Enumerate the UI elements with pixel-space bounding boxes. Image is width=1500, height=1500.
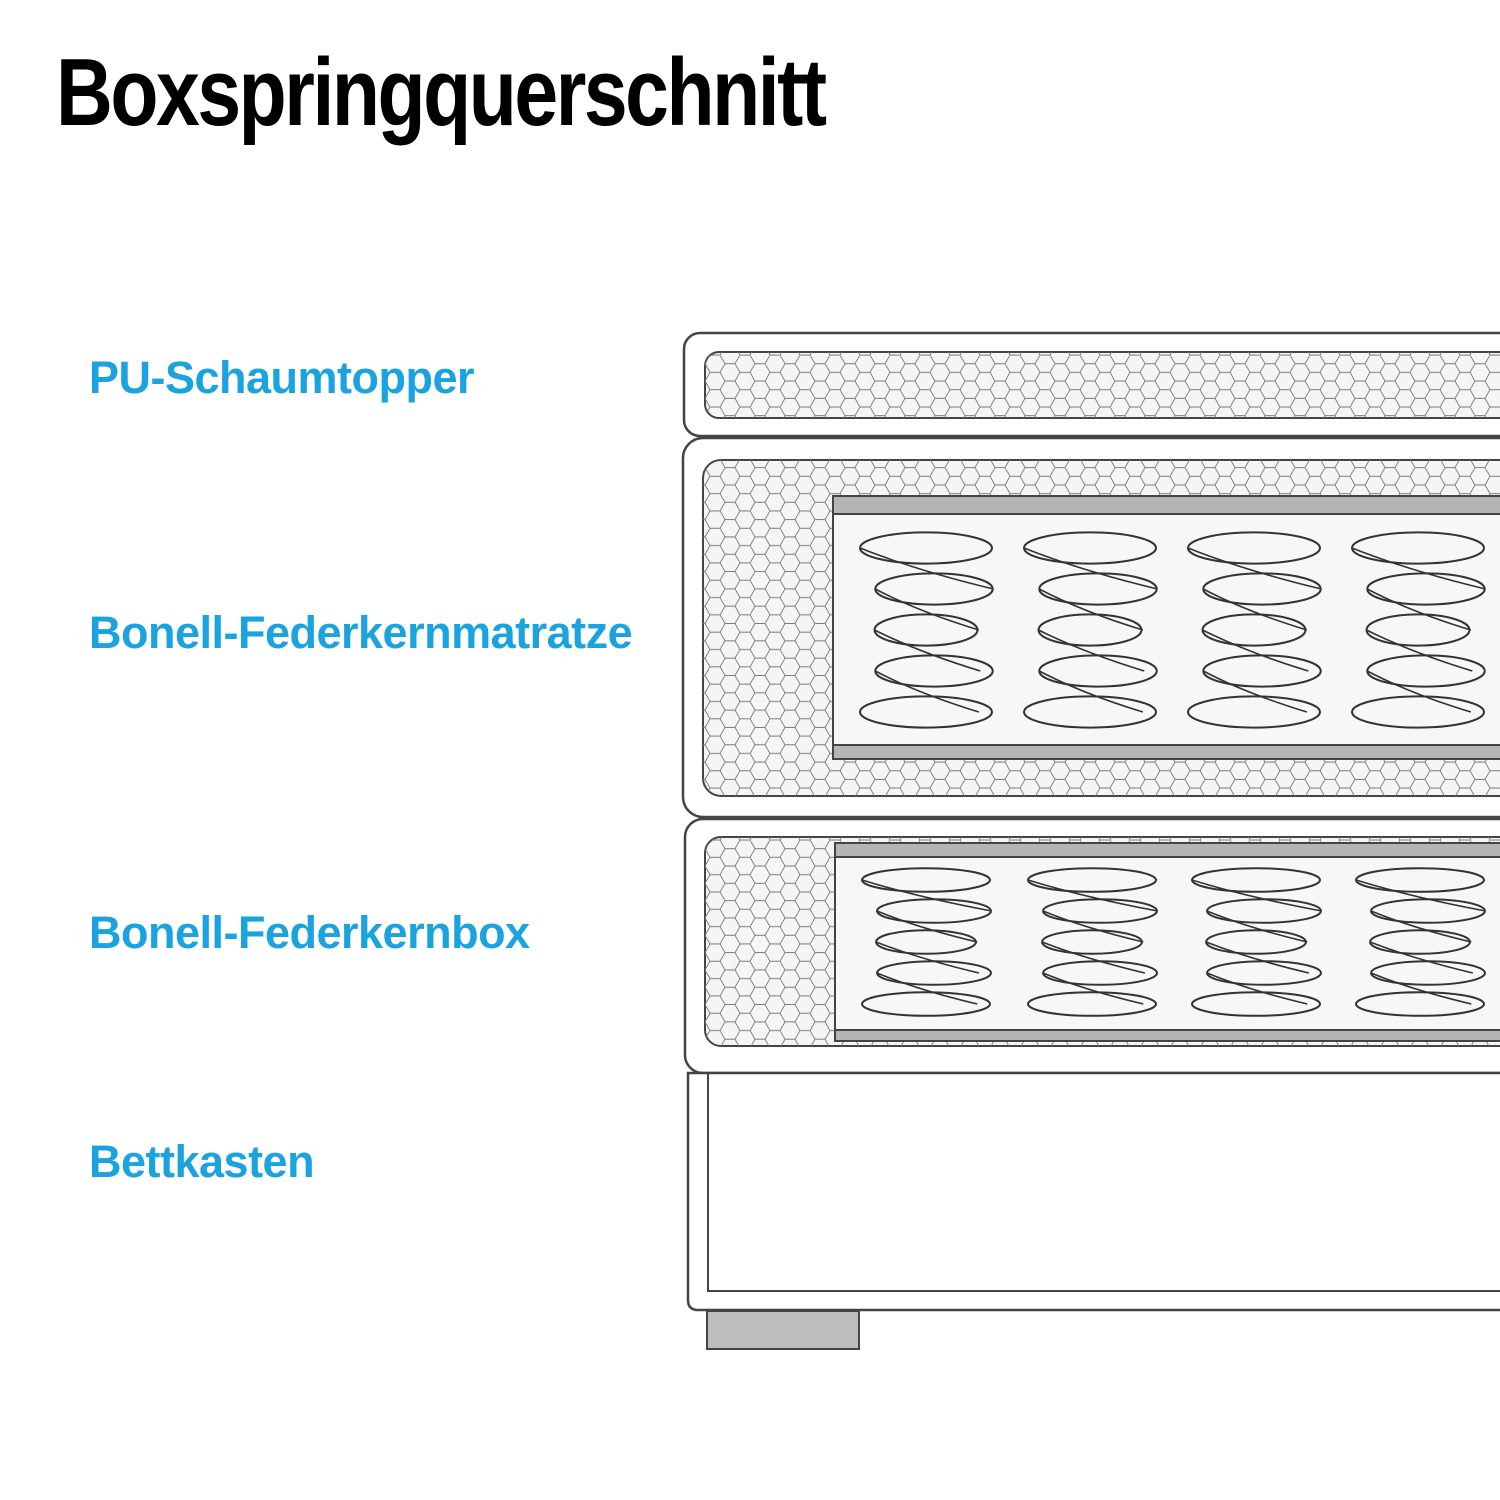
spring-wire — [1206, 910, 1308, 943]
spring-wire — [1027, 879, 1158, 912]
spring-wire — [876, 972, 978, 1005]
spring-wire — [1370, 972, 1472, 1005]
bed-frame-outer — [686, 1071, 1500, 1312]
label-bettkasten: Bettkasten — [89, 1136, 315, 1187]
diagram-title: Boxspringquerschnitt — [56, 39, 827, 146]
spring-wire — [1370, 910, 1472, 943]
spring-wire — [1206, 972, 1308, 1005]
mattress-spring-2 — [1023, 531, 1158, 729]
spring-wire — [1038, 629, 1145, 672]
spring-wire — [1351, 547, 1486, 590]
spring-wire — [1042, 910, 1144, 943]
box-spring-1 — [861, 867, 992, 1017]
spring-wire — [1191, 879, 1322, 912]
topper-layer — [682, 331, 1500, 438]
spring-wire — [1366, 588, 1472, 631]
bed-frame-layer — [686, 1071, 1500, 1350]
box-spring-2 — [1027, 867, 1158, 1017]
mattress-spring-4 — [1351, 531, 1486, 729]
box-spring-4 — [1355, 867, 1486, 1017]
mattress-core — [832, 513, 1500, 746]
spring-wire — [1202, 670, 1308, 713]
spring-coil — [859, 695, 993, 729]
mattress-layer — [681, 436, 1500, 819]
spring-wire — [874, 588, 980, 631]
label-pu-schaumtopper: PU-Schaumtopper — [89, 352, 475, 403]
spring-coil — [1187, 695, 1321, 729]
spring-wire — [875, 941, 980, 974]
mattress-top-plate — [832, 495, 1500, 515]
spring-wire — [1041, 941, 1146, 974]
spring-wire — [1355, 879, 1486, 912]
spring-coil — [1191, 991, 1321, 1017]
spring-wire — [876, 910, 978, 943]
label-bonell-federkernbox: Bonell-Federkernbox — [89, 907, 530, 958]
box-bottom-plate — [834, 1029, 1500, 1042]
spring-wire — [1366, 629, 1473, 672]
spring-wire — [1369, 941, 1474, 974]
spring-wire — [1038, 670, 1144, 713]
spring-coil — [861, 991, 991, 1017]
spring-wire — [874, 670, 980, 713]
mattress-bottom-plate — [832, 744, 1500, 760]
bed-foot — [706, 1310, 860, 1350]
spring-wire — [1205, 941, 1310, 974]
spring-wire — [859, 547, 994, 590]
spring-wire — [874, 629, 981, 672]
box-core — [834, 856, 1500, 1031]
spring-wire — [1187, 547, 1322, 590]
spring-coil — [1355, 991, 1485, 1017]
mattress-spring-3 — [1187, 531, 1322, 729]
spring-wire — [1202, 588, 1308, 631]
spring-coil — [1351, 695, 1485, 729]
box-top-plate — [834, 842, 1500, 858]
topper-foam-hex — [705, 352, 1500, 418]
spring-wire — [1202, 629, 1309, 672]
spring-wire — [1366, 670, 1472, 713]
label-bonell-federkernmatratze: Bonell-Federkernmatratze — [89, 607, 633, 658]
spring-wire — [1042, 972, 1144, 1005]
spring-coil — [1023, 695, 1157, 729]
spring-wire — [1023, 547, 1158, 590]
spring-coil — [1027, 991, 1157, 1017]
spring-wire — [1038, 588, 1144, 631]
box-spring-3 — [1191, 867, 1322, 1017]
box-layer — [683, 817, 1500, 1075]
spring-wire — [861, 879, 992, 912]
mattress-spring-1 — [859, 531, 994, 729]
bed-frame-inner — [707, 1073, 1500, 1292]
